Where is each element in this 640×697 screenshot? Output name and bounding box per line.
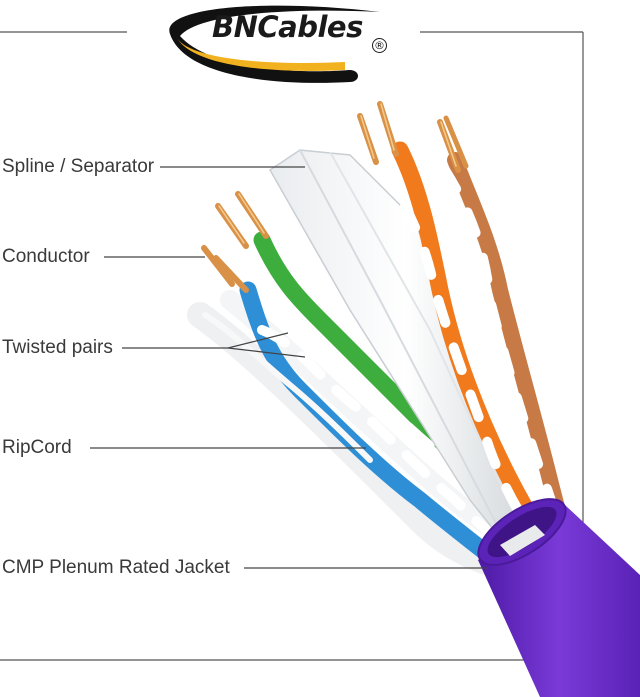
brand-logo-text: BNCables [212, 10, 363, 44]
label-spline-separator: Spline / Separator [2, 156, 155, 177]
label-cmp-plenum-jacket: CMP Plenum Rated Jacket [2, 557, 230, 578]
cable-jacket [477, 498, 640, 697]
leader-twisted-b [227, 347, 306, 358]
wire-bundle [187, 141, 568, 578]
label-conductor: Conductor [2, 246, 90, 267]
label-twisted-pairs: Twisted pairs [2, 337, 113, 358]
leader-twisted-a [227, 332, 289, 349]
leader-lines [90, 166, 488, 569]
logo-swoosh [169, 5, 380, 83]
registered-mark: ® [372, 38, 387, 53]
label-ripcord: RipCord [2, 437, 72, 458]
copper-conductors [201, 101, 469, 293]
